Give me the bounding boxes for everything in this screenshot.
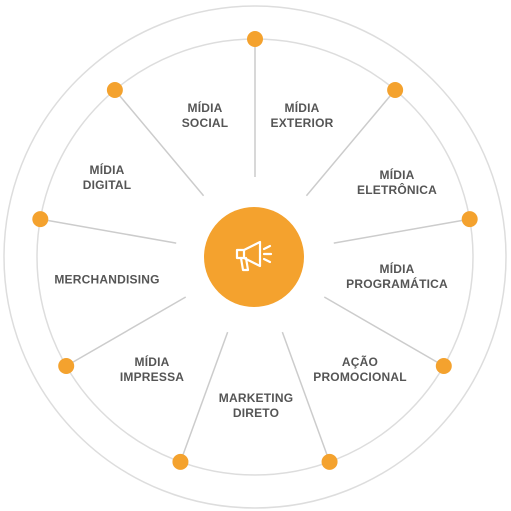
segment-label-line: MÍDIA bbox=[379, 168, 415, 182]
segment-label-programatica: MÍDIA PROGRAMÁTICA bbox=[346, 262, 448, 292]
ring-dot bbox=[172, 453, 189, 470]
ring-dot bbox=[58, 358, 75, 374]
spokes bbox=[40, 39, 470, 463]
megaphone-icon bbox=[235, 240, 273, 272]
segment-label-line: ELETRÔNICA bbox=[357, 183, 437, 197]
segment-label-line: IMPRESSA bbox=[119, 370, 185, 384]
ring-dot bbox=[247, 31, 263, 47]
segment-label-line: MÍDIA bbox=[187, 101, 223, 115]
spoke-line bbox=[305, 89, 396, 197]
segment-label-impressa: MÍDIA IMPRESSA bbox=[120, 355, 184, 385]
segment-label-promocional: AÇÃO PROMOCIONAL bbox=[313, 355, 407, 385]
ring-dot bbox=[461, 211, 478, 228]
segment-label-line: PROGRAMÁTICA bbox=[346, 277, 448, 291]
segment-label-social: MÍDIA SOCIAL bbox=[182, 101, 229, 131]
spoke-line bbox=[65, 296, 187, 367]
segment-label-exterior: MÍDIA EXTERIOR bbox=[271, 101, 334, 131]
segment-label-line: AÇÃO bbox=[341, 355, 379, 369]
ring-dots bbox=[32, 31, 478, 470]
segment-label-line: MÍDIA bbox=[89, 163, 125, 177]
spoke-line bbox=[333, 218, 470, 244]
segment-label-digital: MÍDIA DIGITAL bbox=[83, 163, 132, 193]
segment-label-line: EXTERIOR bbox=[270, 116, 334, 130]
spoke-line bbox=[114, 89, 205, 197]
ring-dot bbox=[106, 82, 123, 99]
ring-dot bbox=[32, 211, 49, 228]
spoke-line bbox=[179, 331, 229, 463]
segment-label-line: MÍDIA bbox=[379, 262, 415, 276]
segment-label-eletronica: MÍDIA ELETRÔNICA bbox=[357, 168, 437, 198]
segment-label-merchandising: MERCHANDISING bbox=[54, 273, 159, 288]
segment-label-line: PROMOCIONAL bbox=[313, 370, 407, 384]
ring-dot bbox=[435, 358, 452, 374]
spoke-line bbox=[281, 331, 331, 463]
segment-label-line: MERCHANDISING bbox=[54, 272, 160, 287]
segment-label-marketing-direto: MARKETING DIRETO bbox=[219, 391, 293, 421]
segment-label-line: DIGITAL bbox=[82, 178, 132, 192]
ring-dot bbox=[387, 82, 404, 99]
outer-ring bbox=[3, 5, 507, 509]
center-hub bbox=[204, 207, 304, 307]
segment-label-line: SOCIAL bbox=[181, 116, 229, 130]
segment-label-line: MÍDIA bbox=[284, 101, 320, 115]
spoke-line bbox=[40, 218, 177, 244]
ring-dot bbox=[321, 453, 338, 470]
segment-label-line: MÍDIA bbox=[134, 355, 170, 369]
segment-label-line: DIRETO bbox=[232, 406, 280, 420]
spoke-line bbox=[323, 296, 445, 367]
segment-label-line: MARKETING bbox=[218, 391, 294, 405]
